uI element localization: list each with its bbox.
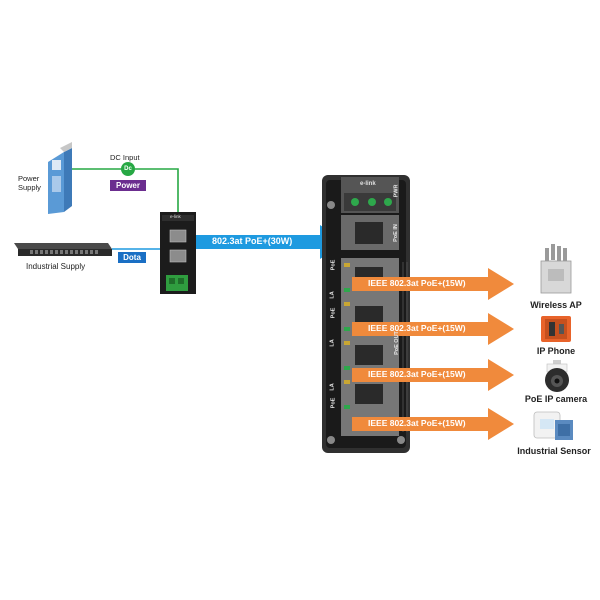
output-arrow-label-4: IEEE 802.3at PoE+(15W) [368,418,466,428]
power-supply-label: Power Supply [18,174,41,192]
dc-input-line [72,168,179,212]
output-arrow-1 [352,268,514,300]
dc-badge: Dc [124,166,132,172]
output-arrows [352,268,514,440]
switch-brand: e-link [360,181,376,187]
output-arrow-3 [352,359,514,391]
dc-badge-circle [121,162,135,176]
output-arrow-4 [352,408,514,440]
industrial-supply-label: Industrial Supply [26,262,86,271]
device-label-industrial-sensor: Industrial Sensor [517,446,591,456]
output-arrow-label-1: IEEE 802.3at PoE+(15W) [368,278,466,288]
injector-logo: e-link [170,214,181,219]
port-side-label-1: PoE [330,259,337,271]
industrial-sensor-icon [533,411,573,440]
port-side-label-2: LA [329,291,336,299]
wireless-ap-icon [540,244,572,294]
ip-camera-icon [545,360,569,392]
poe-out-label: PoE OUT [393,331,400,355]
port-side-label-5: PoE [330,397,337,409]
industrial-supply-icon [14,243,112,256]
power-tag: Power [110,180,146,191]
device-label-wireless-ap: Wireless AP [530,300,582,310]
poe-injector-icon [160,212,196,294]
device-label-ip-phone: IP Phone [536,346,576,356]
output-arrow-label-2: IEEE 802.3at PoE+(15W) [368,323,466,333]
ip-phone-icon [541,316,571,342]
port-side-label-6: LA [329,383,336,391]
trunk-label: 802.3at PoE+(30W) [212,236,293,246]
poe-in-label: PoE IN [392,224,399,242]
output-arrow-2 [352,313,514,345]
trunk-arrow [196,225,345,259]
power-supply-icon [48,142,72,214]
output-arrow-label-3: IEEE 802.3at PoE+(15W) [368,369,466,379]
data-tag: Dota [118,252,146,263]
pwr-label: PWR [393,184,400,198]
device-label-ip-camera: PoE IP camera [524,394,588,404]
port-side-label-3: PoE [330,307,337,319]
dc-input-label: DC Input [110,153,140,162]
port-side-label-4: LA [329,339,336,347]
